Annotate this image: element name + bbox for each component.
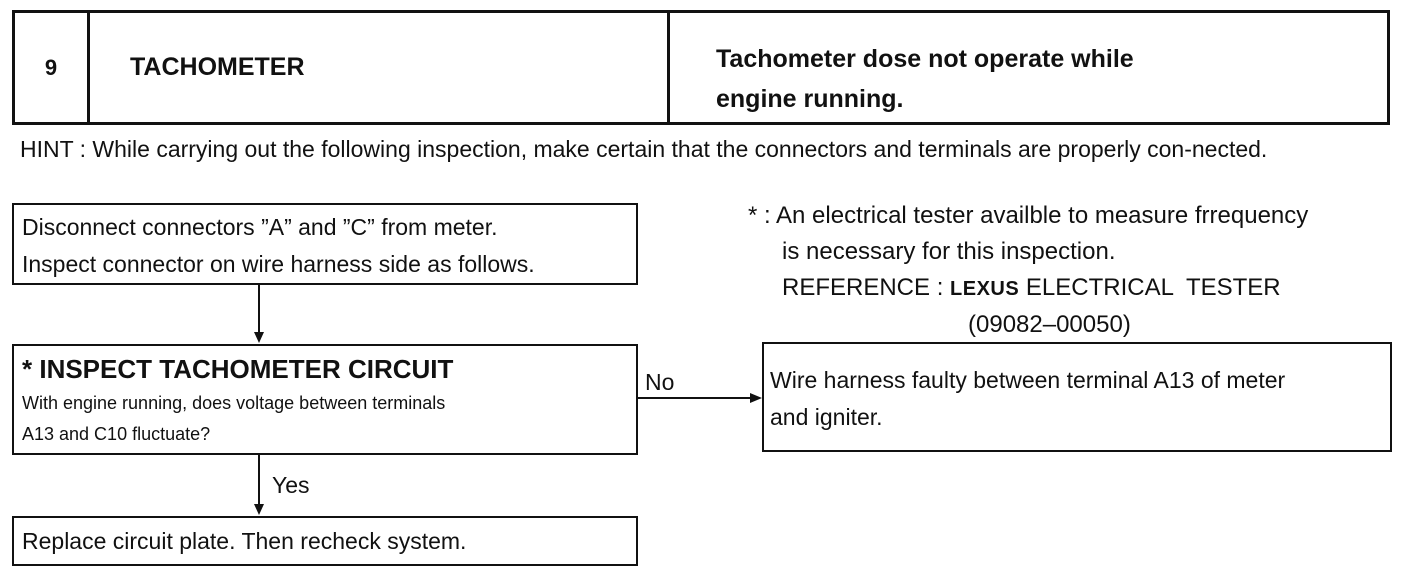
inspect-circuit-box: * INSPECT TACHOMETER CIRCUIT With engine… <box>12 344 638 455</box>
inspect-question-line-1: With engine running, does voltage betwee… <box>22 393 446 413</box>
arrowhead-right-icon <box>750 393 762 403</box>
no-branch-label: No <box>645 369 675 395</box>
tester-note: * : An electrical tester availble to mea… <box>748 198 1408 343</box>
section-title: TACHOMETER <box>90 13 670 122</box>
tester-name: ELECTRICAL TESTER <box>1025 274 1281 301</box>
replace-step-text: Replace circuit plate. Then recheck syst… <box>22 528 467 554</box>
symptom-description: Tachometer dose not operate while engine… <box>670 13 1387 122</box>
hint-text: HINT : While carrying out the following … <box>20 136 1268 162</box>
inspect-question-line-2: A13 and C10 fluctuate? <box>22 424 211 444</box>
inspect-title: * INSPECT TACHOMETER CIRCUIT <box>22 354 454 384</box>
header-table: 9 TACHOMETER Tachometer dose not operate… <box>12 10 1390 125</box>
note-line-1: * : An electrical tester availble to mea… <box>748 202 1309 229</box>
disconnect-step-line-1: Disconnect connectors ”A” and ”C” from m… <box>22 214 498 240</box>
arrowhead-down-icon <box>254 332 264 343</box>
note-line-2: is necessary for this inspection. <box>782 238 1116 265</box>
symptom-line-1: Tachometer dose not operate while <box>716 45 1134 73</box>
arrowhead-down-icon <box>254 504 264 515</box>
fault-line-2: and igniter. <box>770 404 883 430</box>
disconnect-step-line-2: Inspect connector on wire harness side a… <box>22 251 535 277</box>
lexus-brand: LEXUS <box>950 278 1020 300</box>
fault-line-1: Wire harness faulty between terminal A13… <box>770 367 1286 393</box>
tester-part-number: (09082–00050) <box>968 311 1131 338</box>
replace-step-box: Replace circuit plate. Then recheck syst… <box>12 516 638 566</box>
reference-label: REFERENCE : <box>782 274 944 301</box>
yes-branch-label: Yes <box>272 472 310 498</box>
step-number: 9 <box>15 13 90 122</box>
disconnect-step-box: Disconnect connectors ”A” and ”C” from m… <box>12 203 638 285</box>
note-reference: REFERENCE : LEXUS ELECTRICAL TESTER <box>748 270 1408 307</box>
fault-result-box: Wire harness faulty between terminal A13… <box>762 342 1392 452</box>
symptom-line-2: engine running. <box>716 85 904 113</box>
